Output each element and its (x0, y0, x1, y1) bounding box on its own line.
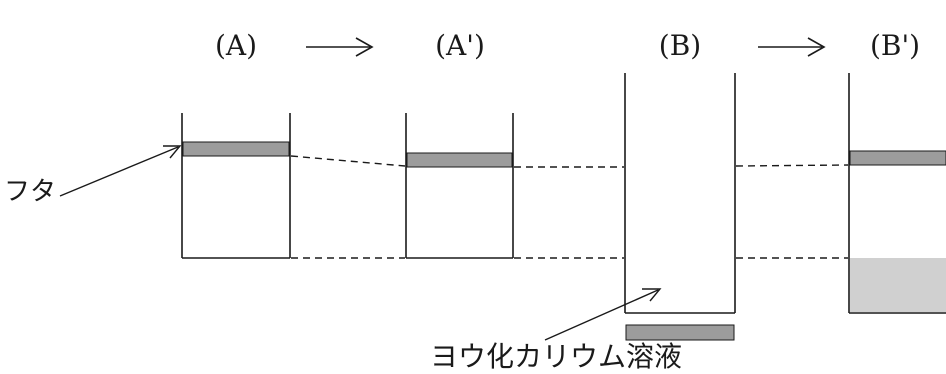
lid-label: フタ (4, 177, 56, 207)
lid-b (625, 324, 735, 341)
lid-pointer-arrow-icon (59, 145, 182, 197)
container-a-prime (405, 113, 514, 259)
stage-label-b: (B) (659, 29, 701, 62)
lid-a (182, 141, 290, 157)
dashed-reference-lines (290, 155, 849, 259)
stage-label-a-prime: (A') (435, 29, 485, 62)
lid-a-prime (406, 152, 513, 168)
dashed-line-lid-level-2 (735, 164, 849, 167)
arrow-a-to-a-prime-icon (306, 37, 374, 57)
solution-pointer-arrow-icon (544, 288, 662, 341)
solution-label: ヨウ化カリウム溶液 (430, 340, 682, 373)
arrow-b-to-b-prime-icon (758, 37, 826, 57)
stage-label-a: (A) (215, 29, 257, 62)
container-a (181, 113, 291, 259)
lid-b-prime (849, 150, 946, 166)
container-b (624, 73, 736, 341)
stage-label-b-prime: (B') (870, 29, 920, 62)
dashed-line-lid-a-to-a-prime (290, 155, 406, 167)
solution-b-prime (850, 258, 946, 312)
container-b-prime (848, 73, 946, 314)
